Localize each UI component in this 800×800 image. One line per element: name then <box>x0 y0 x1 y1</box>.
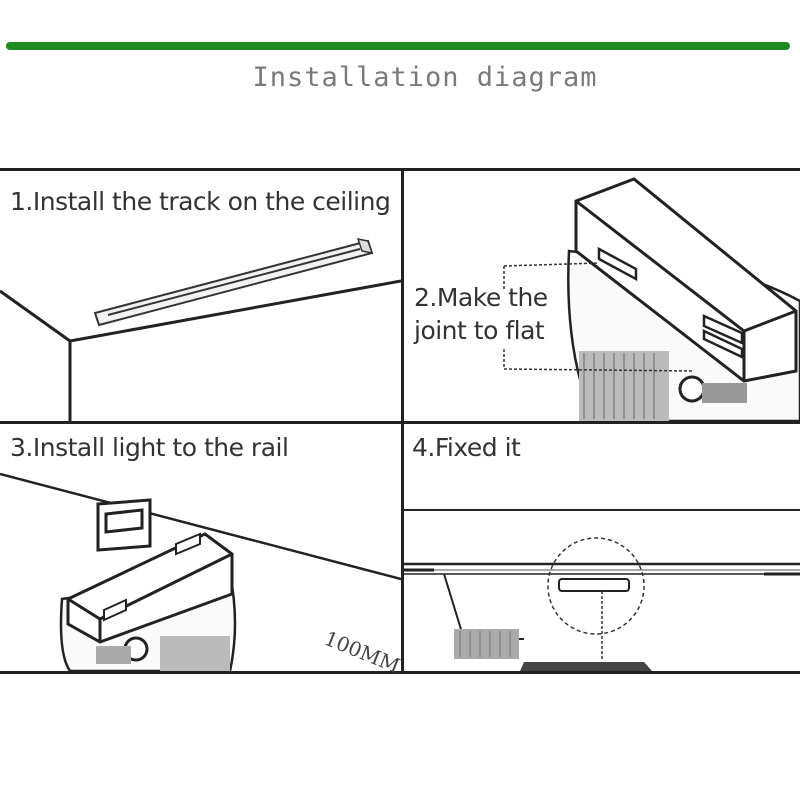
panel-3-illustration <box>0 472 401 671</box>
accent-bar <box>6 42 790 50</box>
step-1-label: 1.Install the track on the ceiling <box>10 187 391 216</box>
diagram-title: Installation diagram <box>252 62 598 93</box>
panel-1-illustration <box>0 238 401 421</box>
step-3-label: 3.Install light to the rail <box>10 433 289 462</box>
step-2-label-line2: joint to flat <box>414 315 545 345</box>
grid-middle-border <box>0 421 800 424</box>
grid-top-border <box>0 168 800 171</box>
panel-2-illustration <box>503 177 800 421</box>
step-2-label-line1: 2.Make the <box>414 283 548 312</box>
step-4-label: 4.Fixed it <box>412 433 521 462</box>
grid-bottom-border <box>0 671 800 674</box>
step-2-label: 2.Make the joint to flat <box>414 282 548 347</box>
grid-center-divider <box>401 168 404 674</box>
panel-4-illustration <box>404 509 800 671</box>
